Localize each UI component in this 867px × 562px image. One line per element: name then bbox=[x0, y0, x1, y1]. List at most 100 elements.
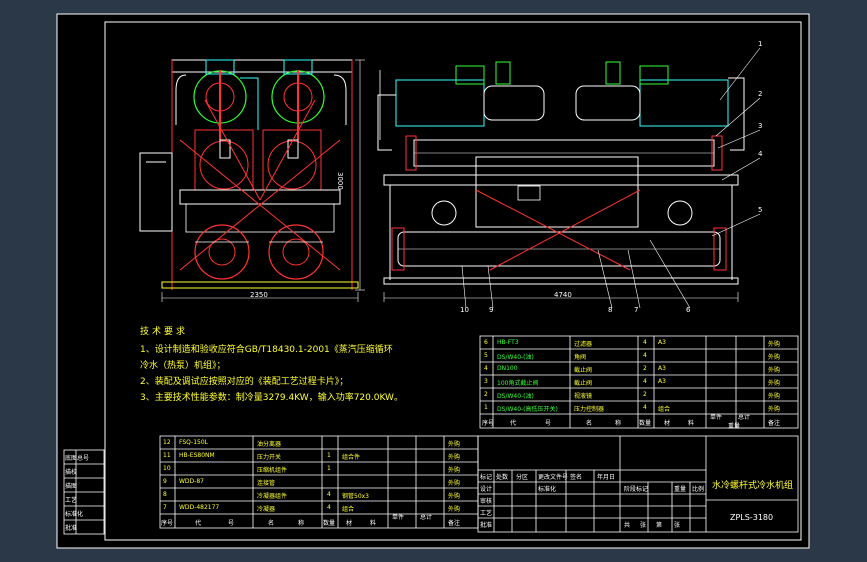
bom-upper-table bbox=[479, 335, 799, 429]
bom-upper-code: HB-FT3 bbox=[497, 339, 519, 346]
tech-req-line-3: 2、装配及调试应按照对应的《装配工艺过程卡片》； bbox=[140, 377, 349, 387]
bom-lower-mat: 组合 bbox=[342, 506, 355, 513]
review-label: 批准 bbox=[480, 522, 493, 529]
bom-lower-header: 材 bbox=[346, 520, 353, 527]
design-row-label: 标准化 bbox=[538, 486, 557, 493]
bom-upper-no: 4 bbox=[484, 365, 488, 372]
bom-upper-qty: 4 bbox=[643, 378, 647, 385]
design-row-label: 设计 bbox=[480, 486, 493, 493]
bom-upper-mat: A3 bbox=[658, 365, 666, 372]
bom-upper-header: 数量 bbox=[639, 420, 652, 427]
left-strip-label: 标准化 bbox=[65, 511, 84, 518]
bom-upper-mat: A3 bbox=[658, 339, 666, 346]
callout-4: 4 bbox=[758, 150, 763, 158]
bom-lower-no: 8 bbox=[163, 491, 167, 498]
left-strip-label: 描图 bbox=[65, 483, 78, 490]
bom-lower-name: 冷凝器组件 bbox=[257, 493, 288, 500]
bom-lower-note: 外购 bbox=[448, 480, 461, 487]
bom-lower-no: 9 bbox=[163, 478, 167, 485]
review-label: 工艺 bbox=[480, 510, 493, 517]
left-strip-label: 描校 bbox=[65, 469, 78, 476]
bom-lower-no: 10 bbox=[163, 465, 171, 472]
bom-lower-note: 外购 bbox=[448, 493, 461, 500]
bom-lower-note: 外购 bbox=[448, 506, 461, 513]
design-row-label: 阶段标记 bbox=[624, 486, 649, 493]
bom-upper-qty: 4 bbox=[643, 339, 647, 346]
bom-lower-no: 7 bbox=[163, 504, 167, 511]
sheet-label: 第 bbox=[656, 522, 663, 529]
bom-lower-note: 外购 bbox=[448, 454, 461, 461]
bom-lower-mat: 组合件 bbox=[342, 454, 361, 461]
bom-upper-note: 外购 bbox=[768, 406, 781, 413]
bom-upper-weight-label: 重量 bbox=[728, 423, 741, 430]
callout-8: 8 bbox=[608, 306, 613, 314]
bom-lower-header: 称 bbox=[298, 520, 305, 527]
bom-lower-qty: 4 bbox=[327, 504, 331, 511]
review-label: 审核 bbox=[480, 498, 493, 505]
bom-upper-mat: A3 bbox=[658, 378, 666, 385]
bom-upper-qty: 2 bbox=[643, 365, 647, 372]
bom-lower-code: WDD-87 bbox=[179, 478, 204, 485]
bom-lower-header: 名 bbox=[268, 520, 275, 527]
bom-upper-header: 名 bbox=[586, 420, 593, 427]
bom-upper-code: DN100 bbox=[497, 365, 518, 372]
bom-upper-code: DS/W40-(油) bbox=[497, 393, 534, 400]
bom-upper-mat: 组合 bbox=[658, 406, 671, 413]
bom-lower-qty: 1 bbox=[327, 465, 331, 472]
drawing-code: ZPLS-3180 bbox=[730, 513, 774, 522]
title-block-grid bbox=[477, 435, 799, 533]
bom-upper-note: 外购 bbox=[768, 341, 781, 348]
bom-upper-note: 外购 bbox=[768, 393, 781, 400]
design-row-label: 重量 bbox=[674, 486, 687, 493]
bom-upper-qty: 2 bbox=[643, 391, 647, 398]
bom-upper-header: 号 bbox=[545, 420, 552, 427]
dim-side-width: 4740 bbox=[554, 291, 572, 299]
scale-row-label: 处数 bbox=[496, 474, 509, 481]
dim-front-width: 2350 bbox=[250, 291, 268, 299]
bom-lower-header: 号 bbox=[228, 520, 235, 527]
bom-lower-code: HB-ES80NM bbox=[179, 452, 215, 459]
bom-upper-header: 称 bbox=[615, 420, 622, 427]
tech-req-line-2: 冷水（热泵）机组》； bbox=[140, 361, 226, 371]
bom-upper-code: 100角式截止阀 bbox=[497, 380, 539, 387]
bom-upper-no: 5 bbox=[484, 352, 488, 359]
bom-lower-header: 代 bbox=[195, 520, 202, 527]
bom-upper-header: 材 bbox=[664, 420, 671, 427]
sheet-label: 张 bbox=[640, 522, 647, 529]
scale-row-label: 签名 bbox=[570, 474, 583, 481]
design-row-label: 比例 bbox=[692, 486, 705, 493]
bom-upper-header: 备注 bbox=[768, 420, 781, 427]
bom-upper-header: 总计 bbox=[738, 414, 751, 421]
left-strip-grid bbox=[63, 449, 105, 535]
scale-row-label: 分区 bbox=[516, 474, 529, 481]
tech-req-line-1: 1、设计制造和验收应符合GB/T18430.1-2001《蒸汽压缩循环 bbox=[140, 345, 393, 355]
dim-front-height: 3000 bbox=[336, 172, 344, 190]
bom-lower-header: 料 bbox=[370, 520, 377, 527]
bom-upper-name: 角阀 bbox=[574, 354, 587, 361]
callout-9: 9 bbox=[489, 306, 494, 314]
bom-upper-header: 代 bbox=[510, 420, 517, 427]
side-view bbox=[377, 47, 761, 309]
bom-lower-header: 序号 bbox=[161, 520, 174, 527]
bom-lower-name: 压力开关 bbox=[257, 454, 282, 461]
bom-upper-header: 料 bbox=[688, 420, 695, 427]
bom-upper-no: 2 bbox=[484, 391, 488, 398]
sheet-label: 张 bbox=[674, 522, 681, 529]
bom-upper-code: DS/W40-(油) bbox=[497, 354, 534, 361]
bom-upper-no: 1 bbox=[484, 404, 488, 411]
bom-lower-header: 总计 bbox=[420, 514, 433, 521]
bom-upper-name: 视液镜 bbox=[574, 393, 593, 400]
bom-upper-header: 单件 bbox=[710, 414, 723, 421]
tech-req-heading: 技术要求 bbox=[140, 327, 189, 337]
bom-upper-header: 序号 bbox=[482, 420, 495, 427]
bom-upper-no: 3 bbox=[484, 378, 488, 385]
bom-lower-name: 冷凝器 bbox=[257, 506, 276, 513]
callout-10: 10 bbox=[460, 306, 469, 314]
front-view bbox=[139, 59, 365, 302]
bom-upper-qty: 4 bbox=[643, 352, 647, 359]
drawing-title: 水冷螺杆式冷水机组 bbox=[712, 481, 794, 491]
bom-lower-name: 压缩机组件 bbox=[257, 467, 288, 474]
bom-lower-no: 11 bbox=[163, 452, 171, 459]
bom-lower-code: WDD-482177 bbox=[179, 504, 220, 511]
